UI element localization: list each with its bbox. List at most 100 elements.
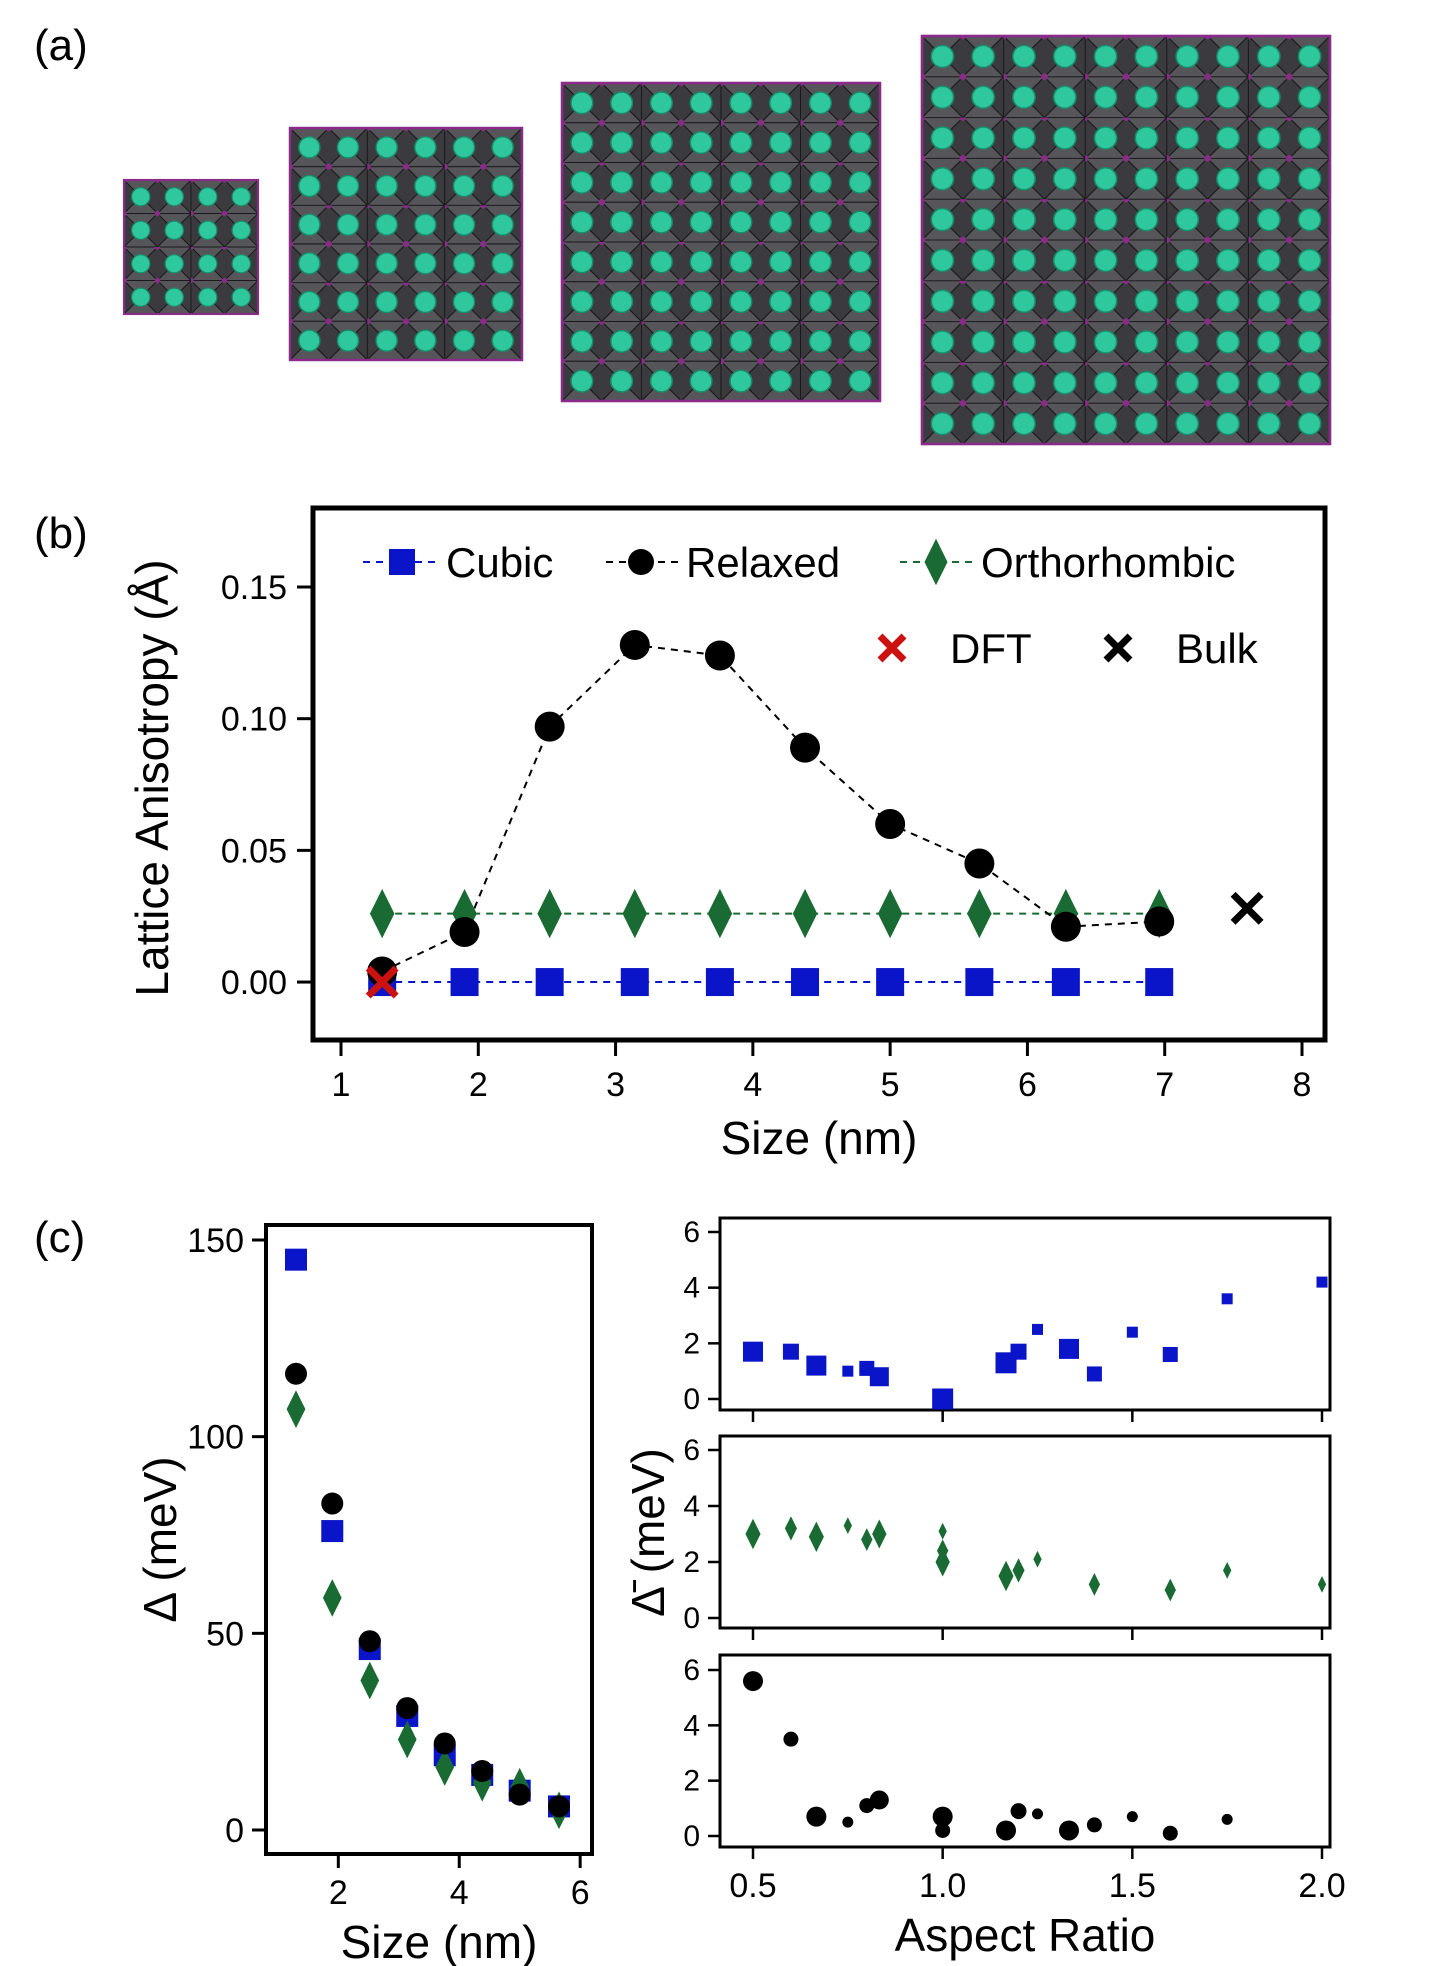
legend-marker-dft bbox=[877, 633, 907, 663]
data-point-orthorhombic bbox=[784, 1516, 797, 1541]
y-tick-label: 4 bbox=[683, 1490, 700, 1523]
y-tick-label: 0 bbox=[225, 1812, 244, 1850]
data-point-relaxed bbox=[1086, 1817, 1102, 1833]
legend-label-dft: DFT bbox=[950, 625, 1032, 672]
data-point-cubic bbox=[1162, 1346, 1178, 1362]
nanocrystal-edge bbox=[920, 34, 1332, 446]
y-tick-label: 0.15 bbox=[221, 569, 287, 607]
data-point-cubic bbox=[743, 1341, 763, 1362]
nanocrystal-lattice bbox=[560, 81, 882, 403]
x-tick-label: 1.0 bbox=[919, 1867, 966, 1905]
data-point-relaxed bbox=[932, 1806, 953, 1827]
data-point-orthorhombic bbox=[1223, 1562, 1232, 1579]
y-tick-label: 0.00 bbox=[221, 964, 287, 1002]
data-point-cubic bbox=[1126, 1326, 1138, 1338]
nanocrystal-1 bbox=[122, 178, 260, 316]
data-point-orthorhombic bbox=[861, 1528, 873, 1552]
data-point-orthorhombic bbox=[369, 888, 395, 939]
panel-label-b: (b) bbox=[34, 509, 88, 558]
data-point-cubic bbox=[869, 1367, 889, 1387]
data-point-cubic bbox=[1058, 1338, 1079, 1359]
y-tick-label: 6 bbox=[683, 1654, 700, 1687]
nanocrystal-4 bbox=[920, 34, 1332, 446]
data-point-orthorhombic bbox=[1033, 1550, 1042, 1568]
data-point-relaxed bbox=[433, 1732, 456, 1755]
data-point-cubic bbox=[285, 1248, 307, 1271]
data-point-orthorhombic bbox=[1317, 1576, 1327, 1593]
y-tick-label: 50 bbox=[206, 1615, 244, 1653]
y-tick-label: 0.05 bbox=[221, 832, 287, 870]
data-point-relaxed bbox=[935, 1822, 951, 1838]
data-point-orthorhombic bbox=[745, 1518, 761, 1550]
data-point-relaxed bbox=[1162, 1825, 1178, 1841]
x-tick-label: 1 bbox=[332, 1066, 351, 1104]
data-point-cubic bbox=[1316, 1276, 1328, 1288]
data-point-cubic bbox=[932, 1388, 954, 1410]
data-point-relaxed bbox=[875, 809, 906, 840]
data-point-relaxed bbox=[321, 1492, 344, 1515]
data-point-relaxed bbox=[806, 1806, 827, 1827]
data-point-orthorhombic bbox=[877, 888, 903, 939]
legend-marker-cubic bbox=[389, 549, 415, 575]
data-point-dft-stroke bbox=[365, 965, 399, 999]
data-point-orthorhombic bbox=[872, 1519, 887, 1549]
data-point-relaxed bbox=[1221, 1813, 1233, 1825]
data-point-relaxed bbox=[964, 848, 995, 879]
nanocrystal-body bbox=[124, 180, 258, 314]
data-point-orthorhombic bbox=[1164, 1578, 1176, 1602]
data-point-orthorhombic bbox=[397, 1720, 417, 1759]
y-tick-label: 4 bbox=[683, 1272, 700, 1305]
legend-label-cubic: Cubic bbox=[446, 539, 553, 586]
data-point-relaxed bbox=[548, 1795, 570, 1818]
data-point-relaxed bbox=[1050, 911, 1081, 942]
series-line-relaxed bbox=[381, 643, 1160, 973]
data-point-orthorhombic bbox=[537, 888, 562, 939]
data-point-cubic bbox=[620, 968, 649, 997]
data-point-cubic bbox=[705, 968, 734, 997]
data-point-relaxed bbox=[743, 1671, 763, 1692]
data-point-dft bbox=[365, 965, 399, 999]
data-point-orthorhombic bbox=[938, 1522, 947, 1540]
data-point-orthorhombic bbox=[808, 1521, 824, 1553]
data-point-orthorhombic bbox=[360, 1661, 380, 1700]
panel-label-c: (c) bbox=[34, 1213, 85, 1262]
data-point-orthorhombic bbox=[967, 888, 992, 939]
y-tick-label: 150 bbox=[187, 1222, 244, 1260]
data-point-cubic bbox=[1051, 968, 1080, 997]
x-tick-label: 7 bbox=[1155, 1066, 1174, 1104]
data-point-relaxed bbox=[449, 917, 480, 948]
data-point-relaxed bbox=[1144, 906, 1175, 937]
legend-marker-bulk bbox=[1103, 633, 1133, 663]
y-tick-label: 6 bbox=[683, 1434, 700, 1467]
y-tick-label: 0.10 bbox=[221, 701, 287, 739]
data-point-cubic bbox=[321, 1520, 344, 1543]
y-tick-label: 0 bbox=[683, 1820, 700, 1853]
legend-marker-dft-stroke bbox=[877, 633, 907, 663]
nanocrystal-body bbox=[290, 128, 522, 360]
x-tick-label: 6 bbox=[571, 1874, 590, 1912]
data-point-relaxed bbox=[1058, 1820, 1079, 1841]
data-point-relaxed bbox=[1032, 1808, 1043, 1820]
data-point-orthorhombic bbox=[792, 888, 818, 939]
data-point-cubic bbox=[1086, 1366, 1102, 1382]
x-tick-label: 1.5 bbox=[1109, 1867, 1156, 1905]
data-point-relaxed bbox=[869, 1790, 889, 1810]
nanocrystal-edge bbox=[560, 81, 882, 403]
x-tick-label: 4 bbox=[743, 1066, 762, 1104]
data-point-cubic bbox=[1221, 1293, 1233, 1305]
subplot-frame bbox=[718, 1653, 1332, 1849]
legend-marker-bulk-stroke bbox=[1103, 633, 1133, 663]
legend-marker-relaxed bbox=[628, 549, 654, 575]
data-point-cubic bbox=[535, 968, 564, 997]
plot-frame bbox=[310, 505, 1328, 1043]
data-point-cubic bbox=[450, 968, 479, 997]
x-tick-label: 2 bbox=[329, 1874, 348, 1912]
data-point-cubic bbox=[842, 1365, 854, 1377]
x-tick-label: 2.0 bbox=[1298, 1867, 1345, 1905]
